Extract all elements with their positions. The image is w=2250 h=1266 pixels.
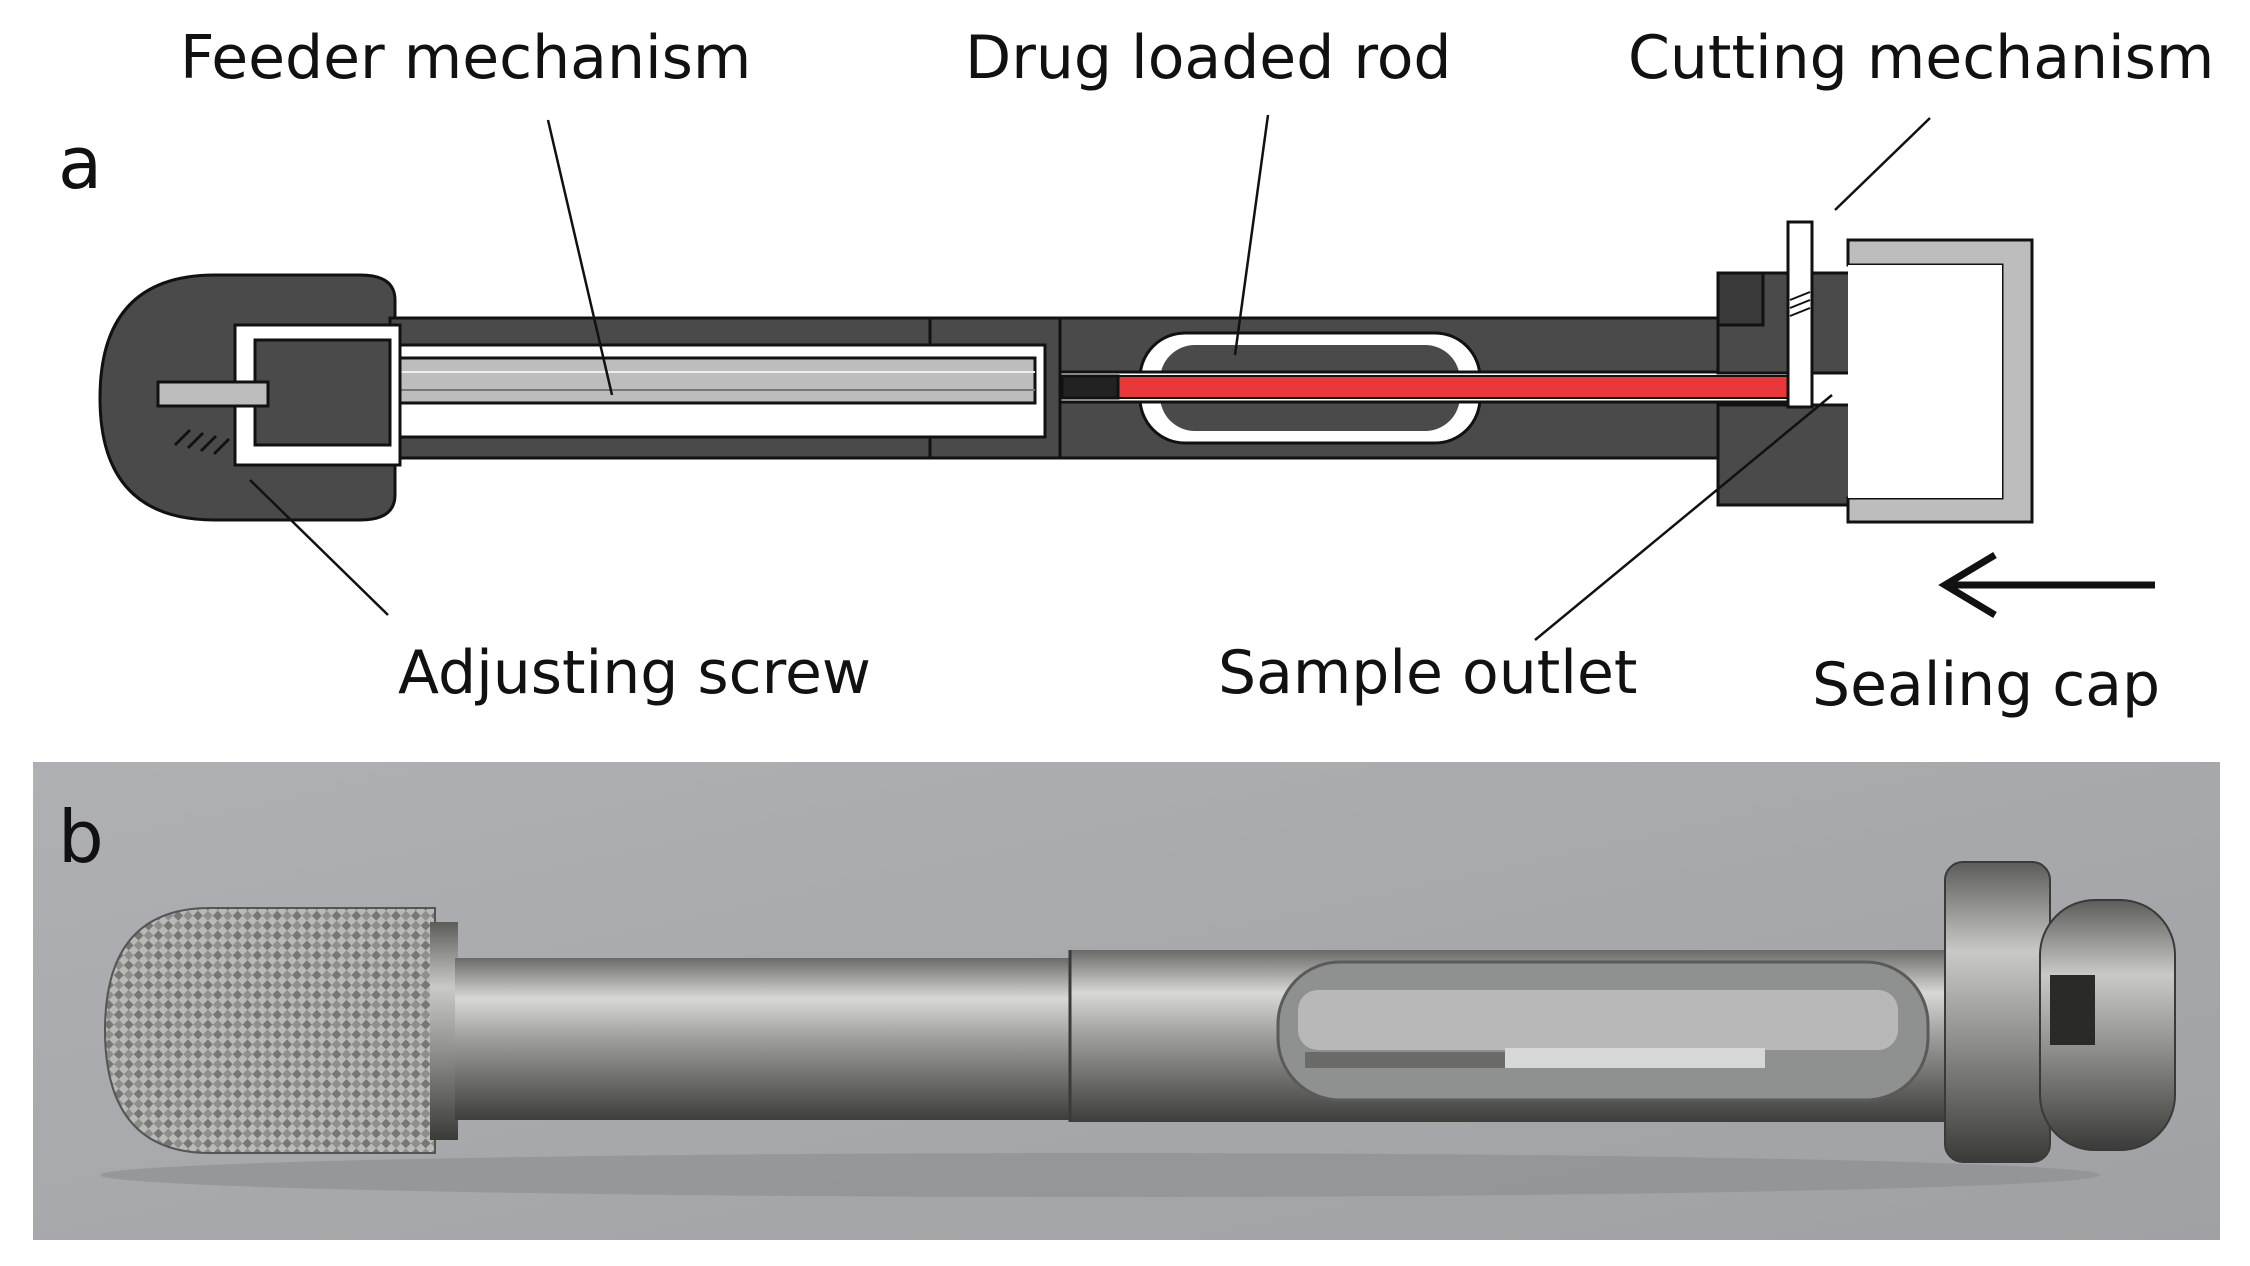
tube-left bbox=[455, 958, 1070, 1120]
photo-cutting-head bbox=[1944, 861, 2051, 1163]
panel-a-letter: a bbox=[58, 121, 102, 205]
screw-threads bbox=[173, 428, 231, 456]
panel-a: a Feeder mechanism Drug loaded rod Cutti… bbox=[58, 23, 2214, 720]
leader-rod bbox=[1233, 114, 1270, 356]
device-photo bbox=[100, 861, 2176, 1197]
leader-cutting bbox=[1834, 117, 1931, 211]
label-feeder-mechanism: Feeder mechanism bbox=[180, 23, 751, 93]
label-drug-loaded-rod: Drug loaded rod bbox=[965, 23, 1452, 93]
label-sealing-cap: Sealing cap bbox=[1812, 650, 2160, 720]
leader-feeder bbox=[546, 119, 614, 396]
knurled-knob bbox=[103, 907, 436, 1154]
adjusting-screw bbox=[156, 380, 270, 408]
leader-screw bbox=[249, 479, 389, 616]
panel-b: b bbox=[33, 762, 2220, 1240]
cutting-head-bottom bbox=[1716, 403, 1875, 507]
leader-outlet bbox=[1534, 394, 1833, 641]
panel-b-letter: b bbox=[58, 795, 104, 879]
sealing-cap-arrow bbox=[1938, 551, 2155, 619]
blade-spring bbox=[1789, 291, 1811, 317]
drug-loaded-rod bbox=[1117, 375, 1789, 399]
device-cross-section bbox=[98, 220, 2034, 524]
label-cutting-mechanism: Cutting mechanism bbox=[1628, 23, 2214, 93]
photo-sealing-cap bbox=[2039, 899, 2176, 1151]
leader-lines bbox=[249, 114, 1931, 641]
feeder-rod bbox=[283, 356, 1037, 405]
label-adjusting-screw: Adjusting screw bbox=[398, 638, 871, 708]
label-sample-outlet: Sample outlet bbox=[1218, 638, 1637, 708]
